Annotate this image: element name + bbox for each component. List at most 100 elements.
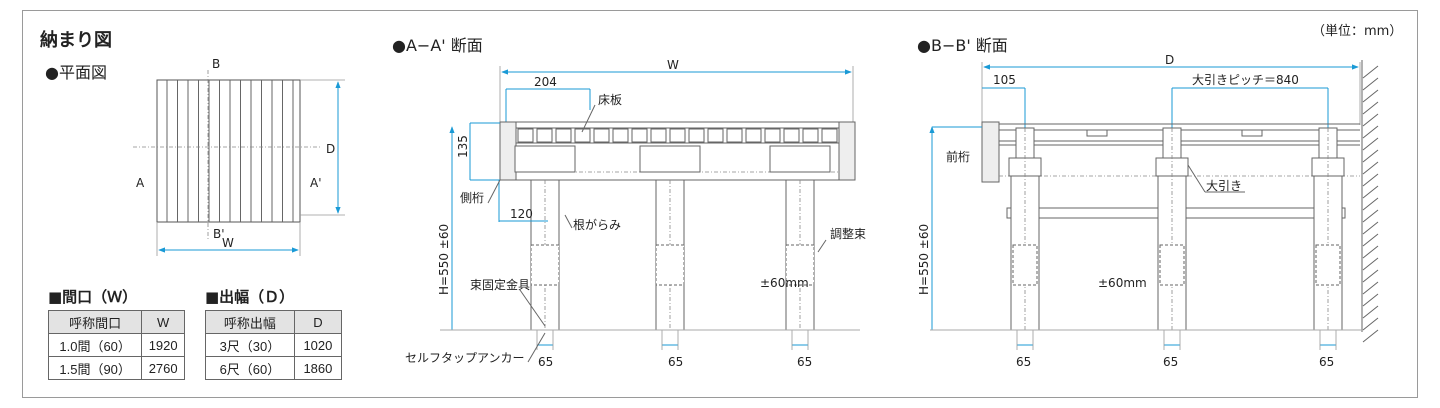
floor-cell xyxy=(612,128,629,143)
post-sleeve xyxy=(655,244,685,286)
diagram-frame xyxy=(22,10,1418,398)
floor-cell xyxy=(745,128,762,143)
plan-label-a2: A' xyxy=(310,176,322,190)
wall-hatch xyxy=(1362,233,1379,247)
callout-bracket: 束固定金具 xyxy=(470,277,530,292)
dim-135: 135 xyxy=(456,135,470,158)
callout-floor: 床板 xyxy=(598,93,622,107)
depth-table-title: ■出幅（Ｄ） xyxy=(205,288,295,306)
table-cell: 3尺（30） xyxy=(205,333,295,357)
floor-cell xyxy=(783,128,800,143)
dim-height-b: H=550 ±60 xyxy=(917,224,931,295)
dim-204: 204 xyxy=(534,75,557,89)
table-cell: 1.5間（90） xyxy=(47,356,143,380)
floor-cell xyxy=(555,128,572,143)
table-header: 呼称出幅 xyxy=(205,310,295,334)
callout-side-beam: 側桁 xyxy=(460,191,484,205)
wall-hatch xyxy=(1362,77,1379,91)
wall-hatch xyxy=(1362,65,1379,79)
callout-adjust-post: 調整束 xyxy=(830,226,866,241)
plan-label-a: A xyxy=(136,176,145,190)
floor-cell xyxy=(802,128,819,143)
floor-cell xyxy=(707,128,724,143)
plan-label-d: D xyxy=(326,142,335,156)
wall-hatch xyxy=(1362,101,1379,115)
wall-hatch xyxy=(1362,305,1379,319)
width-table-title: ■間口（Ｗ） xyxy=(48,288,138,306)
table-row: 3尺（30）1020 xyxy=(205,333,343,357)
table-header: W xyxy=(141,310,185,334)
page-title: 納まり図 xyxy=(40,29,112,51)
wall-hatch xyxy=(1362,173,1379,187)
plan-label-b2: B' xyxy=(213,227,225,241)
floor-cell xyxy=(536,128,553,143)
wall-hatch xyxy=(1362,125,1379,139)
wall-hatch xyxy=(1362,329,1379,343)
section-a-drawing: W 204 床板 135 側桁 120 根がらみ 調整束 H=550 ±60 束… xyxy=(405,58,866,369)
dim-leg-a1: 65 xyxy=(538,355,553,369)
wall-hatch xyxy=(1362,209,1379,223)
dim-adjust-a: ±60mm xyxy=(760,276,809,290)
unit-label: （単位：mm） xyxy=(1312,23,1402,39)
callout-brace: 根がらみ xyxy=(573,217,621,232)
floor-cell xyxy=(821,128,838,143)
post-sleeve xyxy=(1012,244,1038,286)
dim-leg-a3: 65 xyxy=(797,355,812,369)
plan-label-w: W xyxy=(222,236,234,250)
table-row: 1.0間（60）1920 xyxy=(47,333,185,357)
wall-hatch xyxy=(1362,269,1379,283)
floor-cell xyxy=(631,128,648,143)
dim-105: 105 xyxy=(993,73,1016,87)
wall-hatch xyxy=(1362,317,1379,331)
post-sleeve xyxy=(785,244,815,286)
callout-joist: 大引き xyxy=(1206,179,1242,193)
wall-hatch xyxy=(1362,113,1379,127)
wall-hatch xyxy=(1362,293,1379,307)
table-cell: 2760 xyxy=(141,356,185,380)
table-cell: 1860 xyxy=(293,356,343,380)
joist-block xyxy=(514,145,576,173)
wall-hatch xyxy=(1362,221,1379,235)
wall-hatch xyxy=(1362,89,1379,103)
plan-label-b: B xyxy=(212,57,220,71)
dim-w: W xyxy=(667,58,679,72)
joist-block xyxy=(769,145,831,173)
section-b-title: ●B−B' 断面 xyxy=(917,36,1008,55)
section-b-drawing: D 105 大引きピッチ＝840 前桁 大引き H=550 ±60 ±60mm … xyxy=(917,53,1379,369)
post-sleeve xyxy=(1159,244,1185,286)
wall-hatch xyxy=(1362,281,1379,295)
callout-front-beam: 前桁 xyxy=(946,149,970,164)
plan-view: B B' A A' W D xyxy=(133,57,345,256)
table-cell: 1.0間（60） xyxy=(47,333,143,357)
dim-leg-b1: 65 xyxy=(1016,355,1031,369)
table-row: 6尺（60）1860 xyxy=(205,356,343,380)
wall-hatch xyxy=(1362,185,1379,199)
wall-hatch xyxy=(1362,161,1379,175)
floor-cell xyxy=(650,128,667,143)
dim-leg-a2: 65 xyxy=(668,355,683,369)
post-sleeve xyxy=(530,244,560,286)
plan-title: ●平面図 xyxy=(45,63,107,82)
wall-hatch xyxy=(1362,197,1379,211)
floor-cell xyxy=(669,128,686,143)
floor-cell xyxy=(726,128,743,143)
wall-hatch xyxy=(1362,137,1379,151)
table-row: 1.5間（90）2760 xyxy=(47,356,185,380)
dim-adjust-b: ±60mm xyxy=(1098,276,1147,290)
table-header: 呼称間口 xyxy=(47,310,143,334)
table-cell: 1020 xyxy=(293,333,343,357)
dim-pitch: 大引きピッチ＝840 xyxy=(1192,73,1299,87)
dim-leg-b3: 65 xyxy=(1319,355,1334,369)
dim-leg-b2: 65 xyxy=(1163,355,1178,369)
table-header: D xyxy=(293,310,343,334)
dim-d: D xyxy=(1165,53,1174,67)
section-a-title: ●A−A' 断面 xyxy=(392,36,483,55)
dim-height-a: H=550 ±60 xyxy=(437,224,451,295)
floor-cell xyxy=(574,128,591,143)
wall-hatch xyxy=(1362,245,1379,259)
floor-cell xyxy=(764,128,781,143)
